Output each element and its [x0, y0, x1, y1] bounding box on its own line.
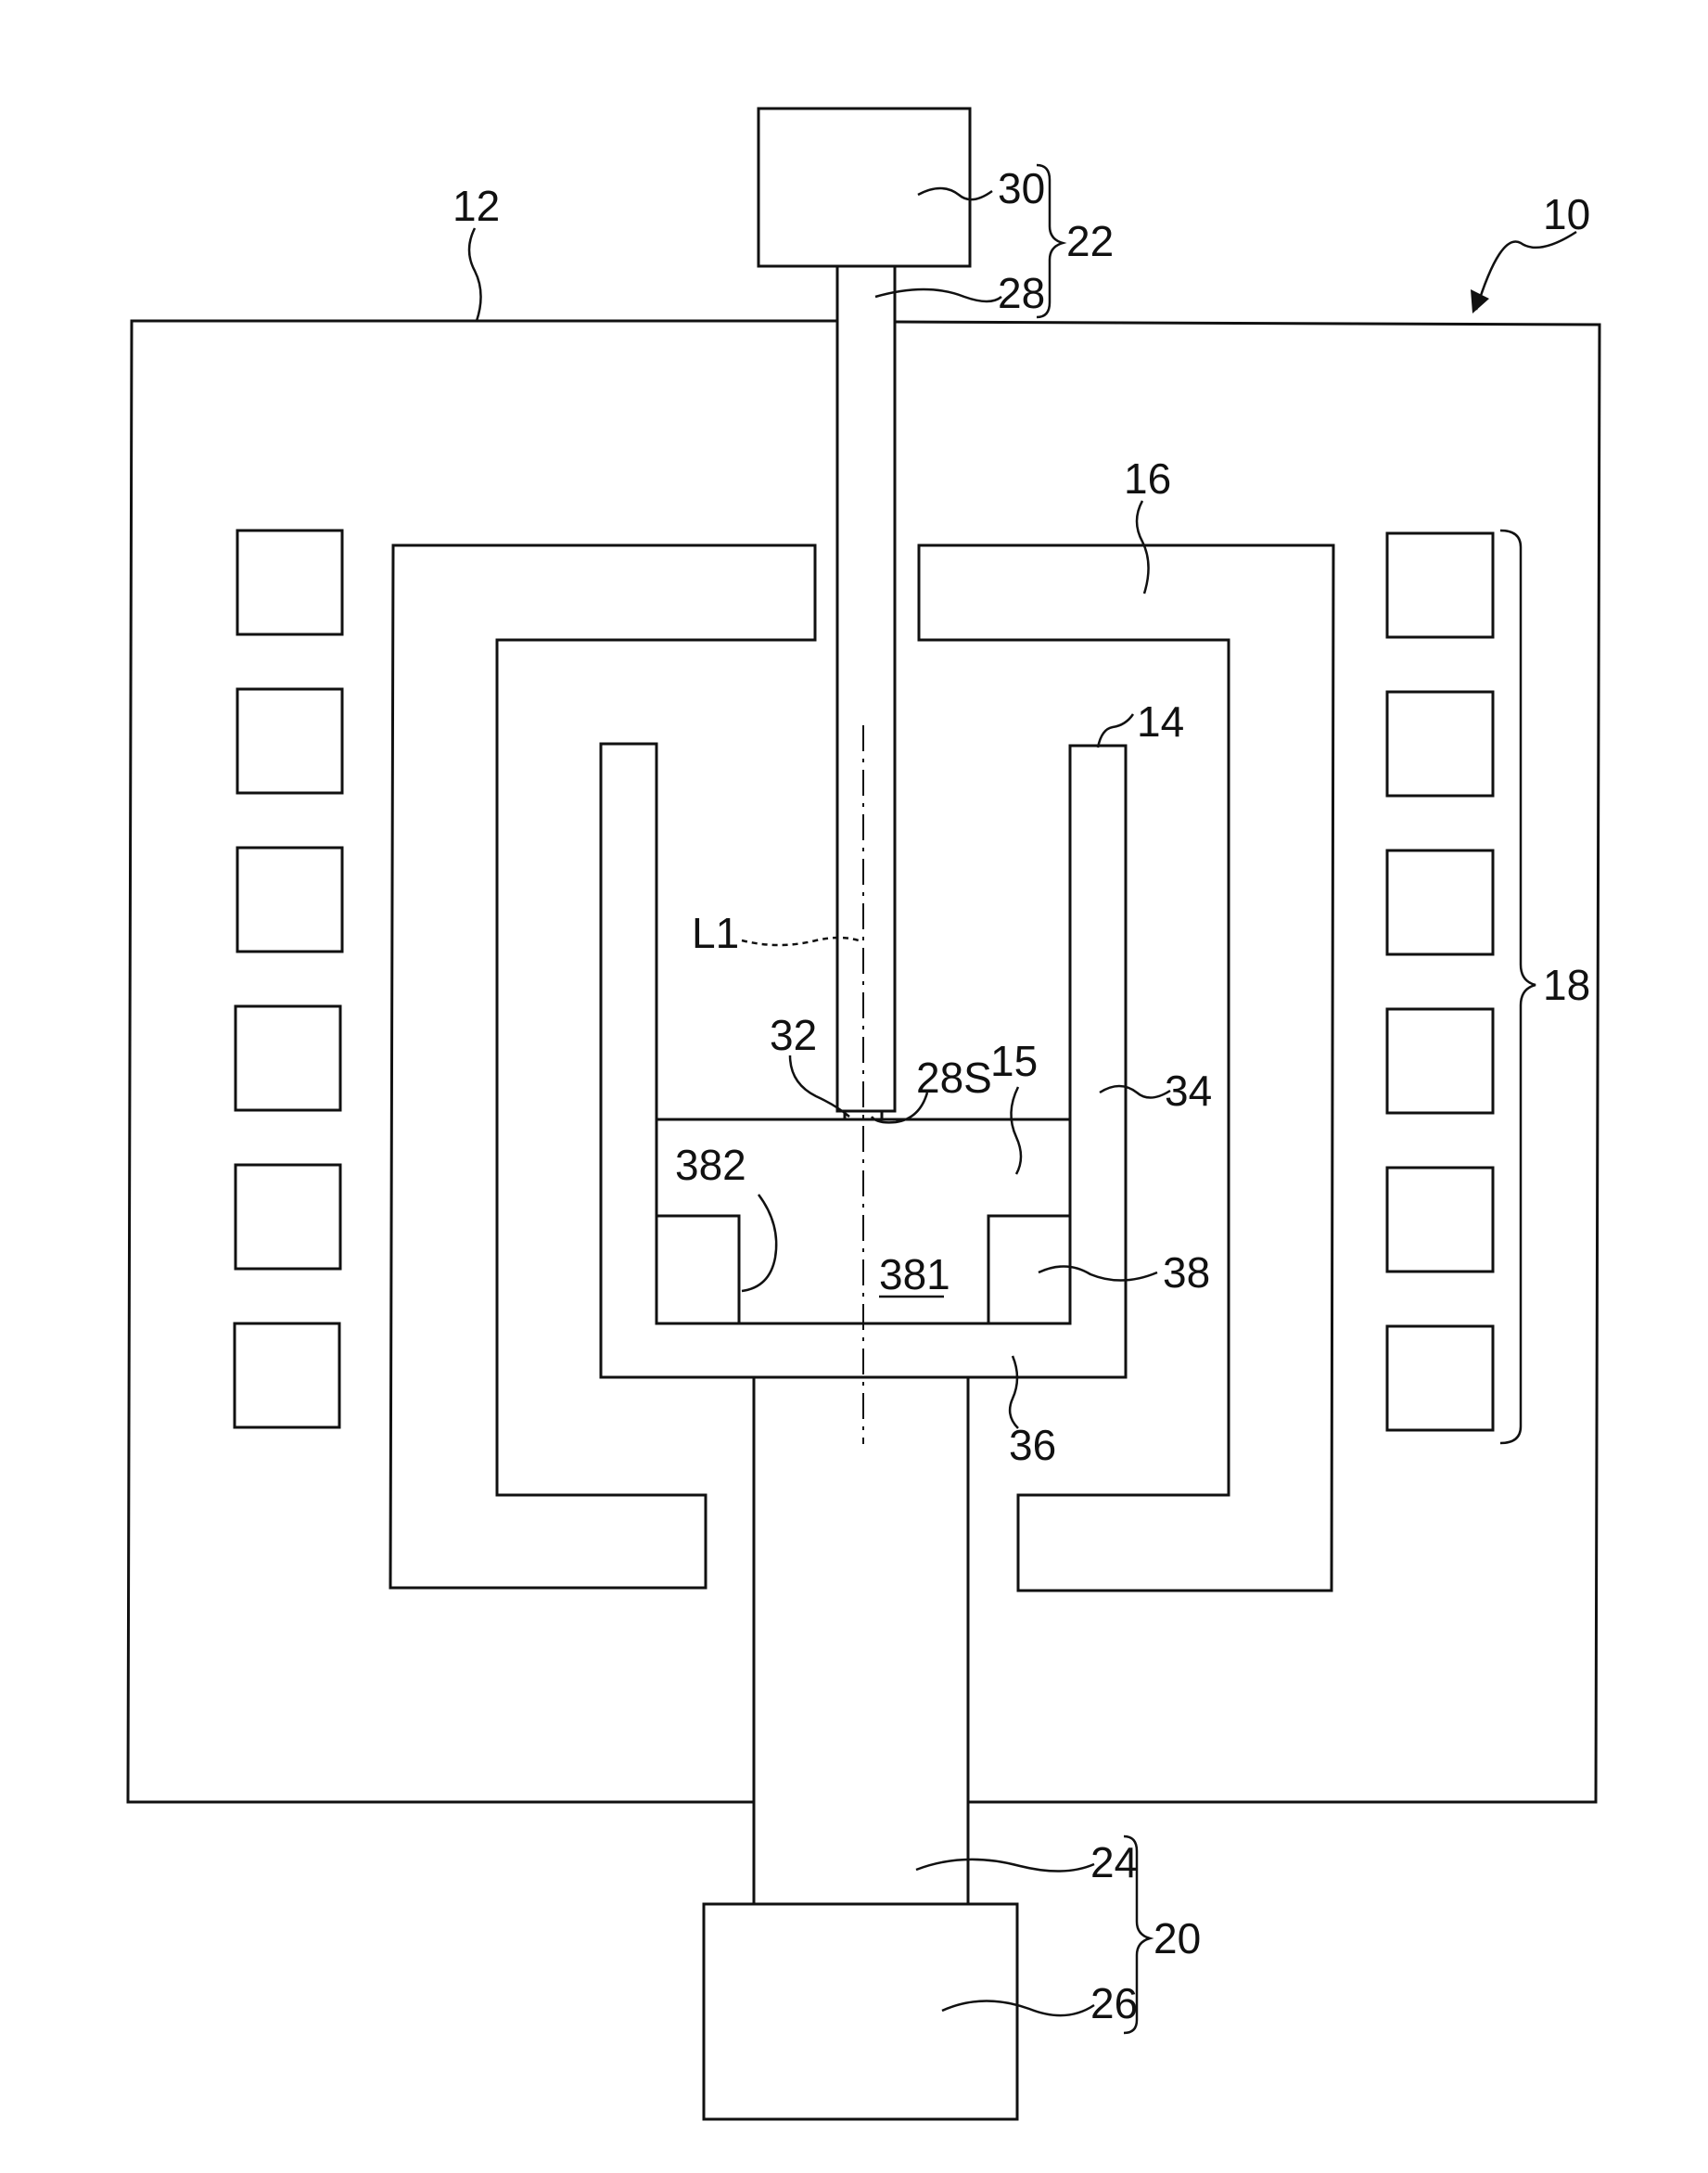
label-seed-crystal: 32: [770, 1011, 817, 1059]
leader-382: [742, 1195, 776, 1291]
leader-14: [1098, 714, 1133, 748]
label-axis: L1: [692, 909, 739, 957]
label-solution: 15: [990, 1037, 1038, 1085]
heater-coil: [235, 1323, 339, 1427]
label-upper-drive: 22: [1066, 217, 1114, 265]
heater-coil: [237, 530, 342, 634]
label-chamber: 12: [452, 182, 500, 230]
upper-shaft: [837, 266, 895, 1111]
heater-coil: [1387, 1009, 1493, 1113]
brace-18: [1500, 530, 1536, 1443]
label-upper-motor: 30: [998, 164, 1045, 212]
label-ring-opening: 381: [879, 1250, 950, 1298]
label-heater: 18: [1543, 961, 1590, 1009]
label-crucible-bottom: 36: [1009, 1421, 1056, 1469]
leader-24: [916, 1860, 1094, 1872]
heater-coil: [1387, 1326, 1493, 1430]
leader-12: [469, 228, 481, 321]
arrow-10: [1476, 232, 1576, 310]
arrowhead-10: [1471, 289, 1489, 313]
label-insulator: 16: [1124, 454, 1171, 503]
leader-15: [1011, 1087, 1021, 1174]
heater-coil: [1387, 692, 1493, 796]
heater-coil: [1387, 850, 1493, 954]
leader-36: [1010, 1356, 1018, 1428]
label-lower-shaft: 24: [1090, 1838, 1138, 1886]
label-ring-member: 38: [1163, 1248, 1210, 1297]
heater-coil: [236, 1006, 340, 1110]
label-upper-shaft: 28: [998, 269, 1045, 317]
heater-coil: [237, 848, 342, 952]
heater-coil: [237, 689, 342, 793]
lower-shaft: [754, 1377, 968, 1904]
label-crucible: 14: [1137, 697, 1184, 746]
insulator-left: [390, 545, 815, 1588]
leader-16: [1137, 501, 1149, 594]
lower-motor: [704, 1904, 1017, 2119]
label-lower-drive: 20: [1154, 1914, 1201, 1962]
label-ring-inner-face: 382: [675, 1141, 746, 1189]
heater-coil: [236, 1165, 340, 1269]
label-crucible-wall: 34: [1165, 1067, 1212, 1115]
leader-34: [1100, 1086, 1170, 1098]
label-lower-motor: 26: [1090, 1979, 1138, 2027]
ring-member-left: [656, 1216, 739, 1323]
label-apparatus: 10: [1543, 190, 1590, 238]
leader-38: [1039, 1266, 1157, 1280]
ring-member-right: [988, 1216, 1070, 1323]
heater-coil: [1387, 1168, 1493, 1272]
heater-coil: [1387, 533, 1493, 637]
label-seed-surface: 28S: [916, 1054, 992, 1102]
heater-left-coils: [235, 530, 342, 1427]
heater-right-coils: [1387, 533, 1493, 1430]
